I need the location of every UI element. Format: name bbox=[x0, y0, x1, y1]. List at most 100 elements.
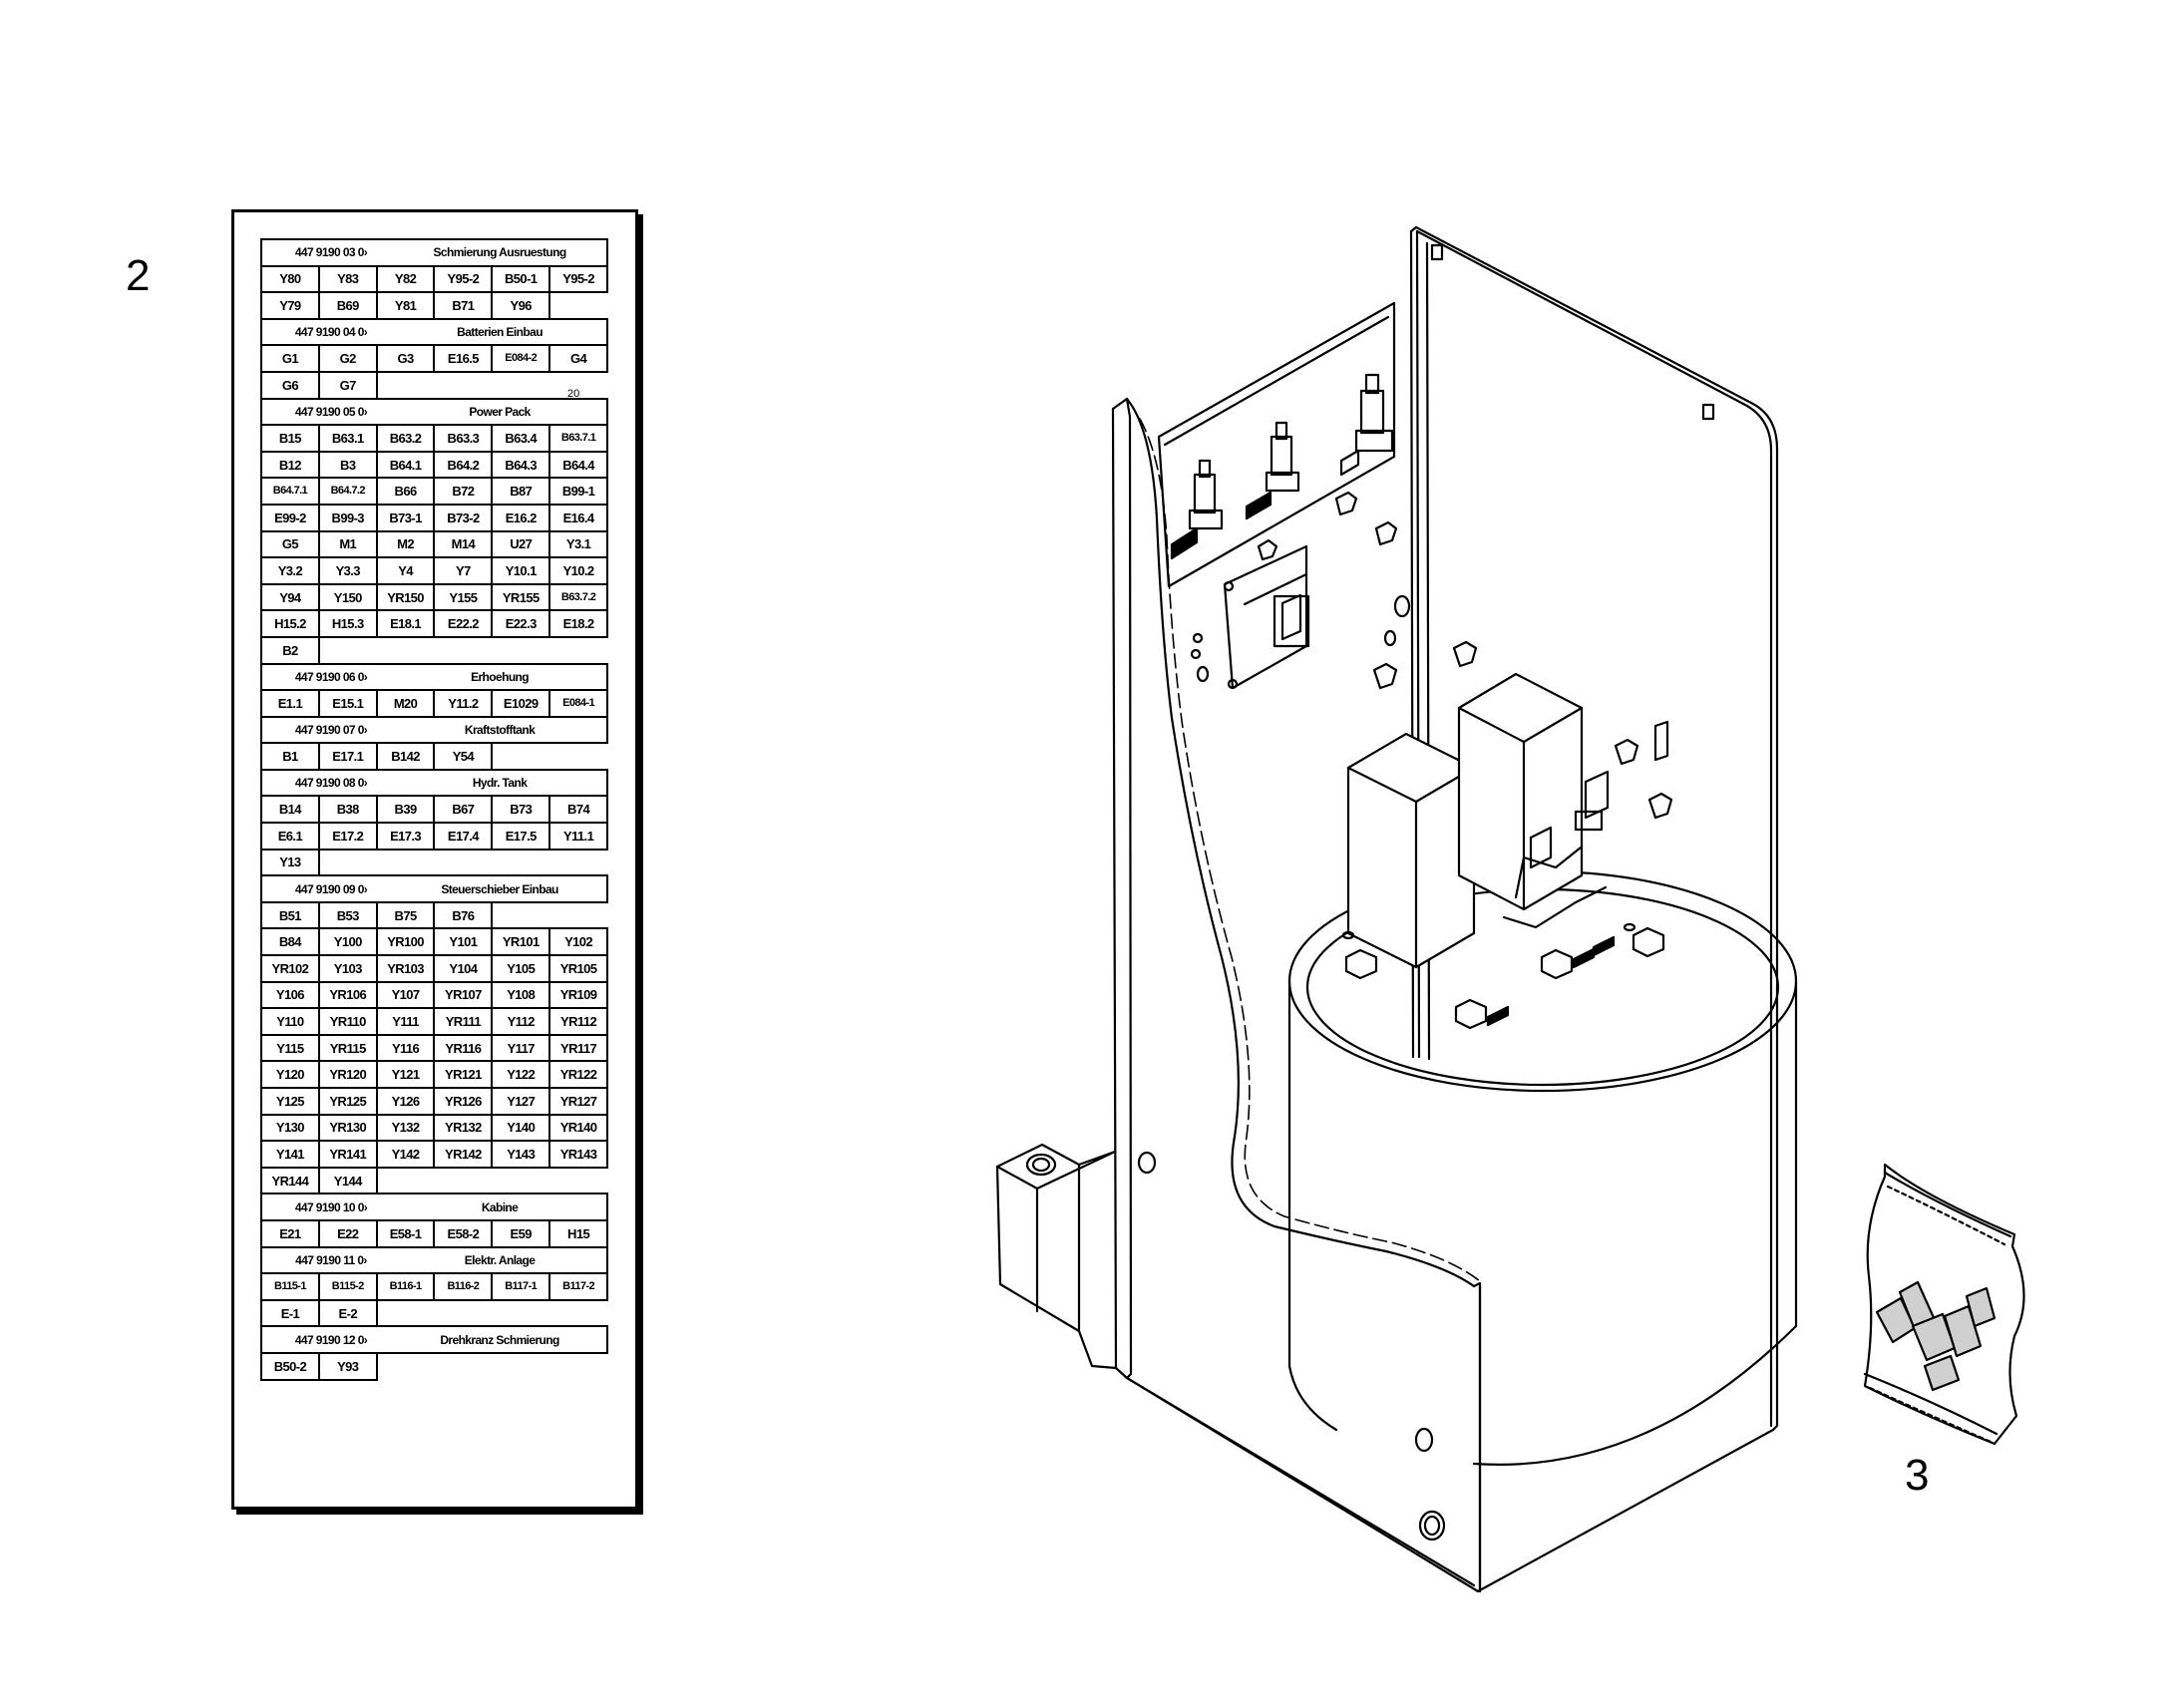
code-cell: E16.2 bbox=[491, 503, 551, 532]
code-cell: Y82 bbox=[375, 264, 436, 294]
code-cell: H15.3 bbox=[317, 609, 378, 638]
code-cell: YR144 bbox=[260, 1166, 320, 1196]
code-cell: E17.2 bbox=[317, 822, 378, 851]
code-cell: G4 bbox=[548, 344, 608, 373]
code-cell: E99-2 bbox=[260, 503, 320, 532]
control-plate bbox=[1157, 301, 1398, 588]
code-cell: Y132 bbox=[375, 1113, 436, 1143]
code-cell: YR106 bbox=[317, 980, 378, 1010]
code-cell: B73 bbox=[491, 795, 551, 825]
empty-cell bbox=[491, 743, 607, 770]
empty-cell bbox=[548, 292, 607, 319]
code-cell: YR132 bbox=[433, 1113, 494, 1143]
code-cell: E-2 bbox=[317, 1298, 378, 1328]
code-cell: B64.3 bbox=[491, 450, 551, 480]
code-cell: E21 bbox=[260, 1218, 320, 1248]
code-cell: YR103 bbox=[375, 954, 436, 983]
code-cell: Y104 bbox=[433, 954, 494, 983]
code-cell: YR121 bbox=[433, 1060, 494, 1089]
code-cell: B73-1 bbox=[375, 503, 436, 532]
code-cell: G3 bbox=[375, 344, 436, 373]
section-header: 447 9190 03 0›Schmierung Ausruestung bbox=[260, 238, 608, 267]
empty-cell bbox=[375, 1352, 607, 1380]
code-cell: YR111 bbox=[433, 1007, 494, 1036]
code-cell: Y150 bbox=[317, 582, 378, 612]
code-cell: Y3.3 bbox=[317, 556, 378, 585]
code-cell: G5 bbox=[260, 529, 320, 559]
section-title: Erhoehung bbox=[471, 669, 530, 684]
code-cell: M2 bbox=[375, 529, 436, 559]
code-cell: YR115 bbox=[317, 1033, 378, 1063]
code-cell: E22 bbox=[317, 1218, 378, 1248]
code-cell: B63.3 bbox=[433, 424, 494, 453]
switch-3 bbox=[1339, 373, 1394, 477]
code-cell: YR102 bbox=[260, 954, 320, 983]
code-cell: Y3.2 bbox=[260, 556, 320, 585]
code-cell: YR126 bbox=[433, 1087, 494, 1116]
code-cell: E17.4 bbox=[433, 822, 494, 851]
code-cell: B66 bbox=[375, 477, 436, 506]
code-row: B2 bbox=[260, 635, 607, 665]
code-cell: E084-1 bbox=[548, 689, 608, 718]
code-cell: H15.2 bbox=[260, 609, 320, 638]
code-cell: B63.7.2 bbox=[548, 582, 608, 612]
code-cell: YR150 bbox=[375, 582, 436, 612]
side-panel bbox=[1111, 397, 1775, 1593]
code-cell: E58-2 bbox=[433, 1218, 494, 1248]
code-cell: Y10.2 bbox=[548, 556, 608, 585]
section-number: 447 9190 04 0› bbox=[294, 325, 368, 340]
code-cell: G1 bbox=[260, 344, 320, 373]
code-cell: Y110 bbox=[260, 1007, 320, 1036]
code-cell: B51 bbox=[260, 900, 320, 930]
code-cell: B84 bbox=[260, 927, 320, 957]
code-cell: E1.1 bbox=[260, 689, 320, 718]
section-number: 447 9190 06 0› bbox=[294, 669, 368, 684]
section-header: 447 9190 11 0›Elektr. Anlage bbox=[260, 1245, 608, 1275]
code-cell: Y111 bbox=[375, 1007, 436, 1036]
code-cell: B15 bbox=[260, 424, 320, 453]
section-header: 447 9190 10 0›Kabine bbox=[260, 1193, 608, 1221]
code-cell: E17.1 bbox=[317, 742, 378, 771]
code-cell: B2 bbox=[260, 635, 320, 665]
empty-cell bbox=[375, 371, 607, 399]
code-cell: B12 bbox=[260, 450, 320, 480]
code-cell: E18.2 bbox=[548, 609, 608, 638]
section-number: 447 9190 05 0› bbox=[294, 404, 368, 419]
section-number: 447 9190 12 0› bbox=[294, 1332, 368, 1347]
code-cell: Y100 bbox=[317, 927, 378, 957]
code-cell: B64.2 bbox=[433, 450, 494, 480]
code-cell: Y141 bbox=[260, 1140, 320, 1169]
code-cell: G6 bbox=[260, 370, 320, 400]
code-cell: E1029 bbox=[491, 689, 551, 718]
section-header: 447 9190 08 0›Hydr. Tank bbox=[260, 768, 608, 798]
section-title: Hydr. Tank bbox=[472, 776, 528, 791]
code-cell: Y107 bbox=[375, 980, 436, 1010]
relay-bracket bbox=[1223, 544, 1310, 690]
code-cell: Y112 bbox=[491, 1007, 551, 1036]
section-header: 447 9190 12 0›Drehkranz Schmierung bbox=[260, 1325, 608, 1354]
code-cell: B99-3 bbox=[317, 503, 378, 532]
code-cell: B63.4 bbox=[491, 424, 551, 453]
switch-1 bbox=[1170, 459, 1224, 560]
code-cell: B142 bbox=[375, 742, 436, 771]
empty-cell bbox=[375, 1167, 607, 1195]
code-cell: Y116 bbox=[375, 1033, 436, 1063]
code-cell: E59 bbox=[491, 1218, 551, 1248]
empty-cell bbox=[375, 1299, 607, 1327]
code-cell: YR142 bbox=[433, 1140, 494, 1169]
section-header: 447 9190 07 0›Kraftstofftank bbox=[260, 715, 608, 745]
code-cell: E16.4 bbox=[548, 503, 608, 532]
